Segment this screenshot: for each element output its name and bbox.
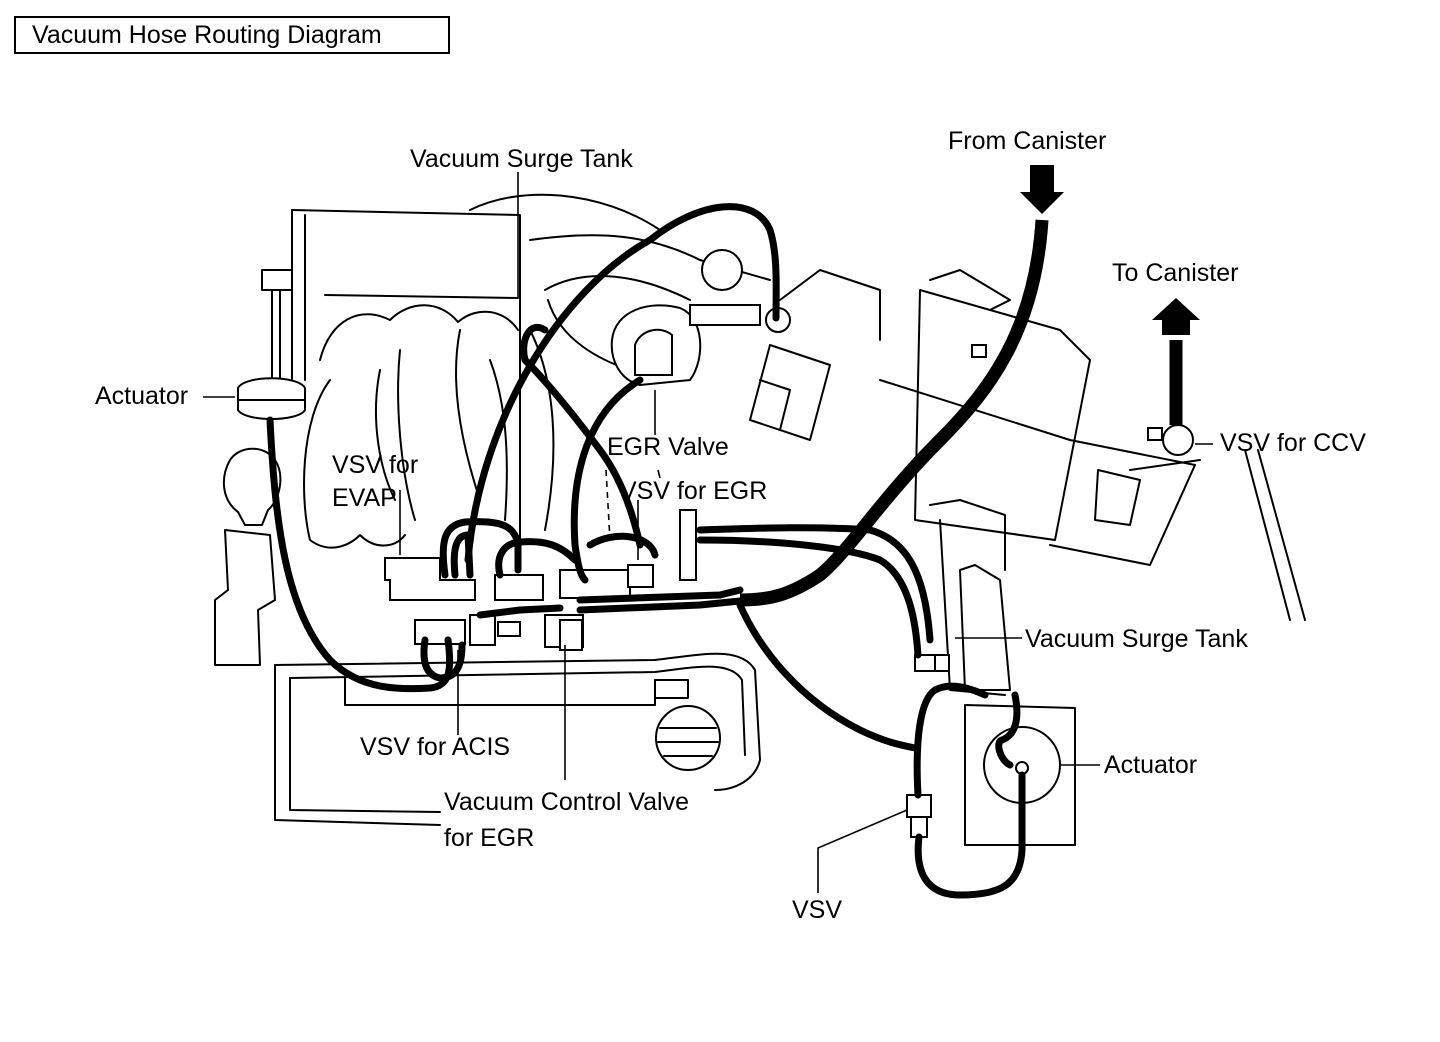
label-vsv-for-evap-line1: VSV for: [332, 451, 419, 479]
label-actuator-left: Actuator: [95, 382, 189, 410]
label-vsv: VSV: [792, 896, 843, 924]
label-from-canister: From Canister: [948, 127, 1107, 155]
label-egr-valve: EGR Valve: [607, 433, 729, 461]
label-vacuum-surge-tank-top: Vacuum Surge Tank: [410, 145, 633, 173]
engine-outline: [214, 193, 1306, 846]
vsv-egr-body: [627, 564, 654, 588]
label-vacuum-control-valve-line2: for EGR: [444, 824, 535, 852]
to-canister-arrow: [1152, 298, 1200, 335]
label-actuator-right: Actuator: [1104, 751, 1198, 779]
vacuum-hoses: [266, 203, 1183, 899]
label-vsv-for-acis: VSV for ACIS: [360, 733, 511, 761]
label-vsv-for-evap-line2: EVAP: [332, 484, 397, 512]
from-canister-arrow: [1020, 165, 1064, 214]
leader-lines: [203, 172, 1213, 893]
label-vsv-for-ccv: VSV for CCV: [1220, 429, 1366, 457]
vsv-ccv-body: [1162, 424, 1194, 456]
diagram-title-box: Vacuum Hose Routing Diagram: [14, 16, 450, 54]
actuator-left-body: [237, 377, 306, 420]
label-vacuum-control-valve-line1: Vacuum Control Valve: [444, 788, 690, 816]
label-vsv-for-egr: VSV for EGR: [620, 477, 768, 505]
vsv-evap-body: [384, 557, 476, 601]
label-to-canister: To Canister: [1112, 259, 1239, 287]
vsv-cluster: [494, 574, 544, 601]
flow-arrows: [1020, 165, 1200, 335]
diagram-title: Vacuum Hose Routing Diagram: [32, 21, 382, 49]
label-vacuum-surge-tank-right: Vacuum Surge Tank: [1025, 625, 1248, 653]
